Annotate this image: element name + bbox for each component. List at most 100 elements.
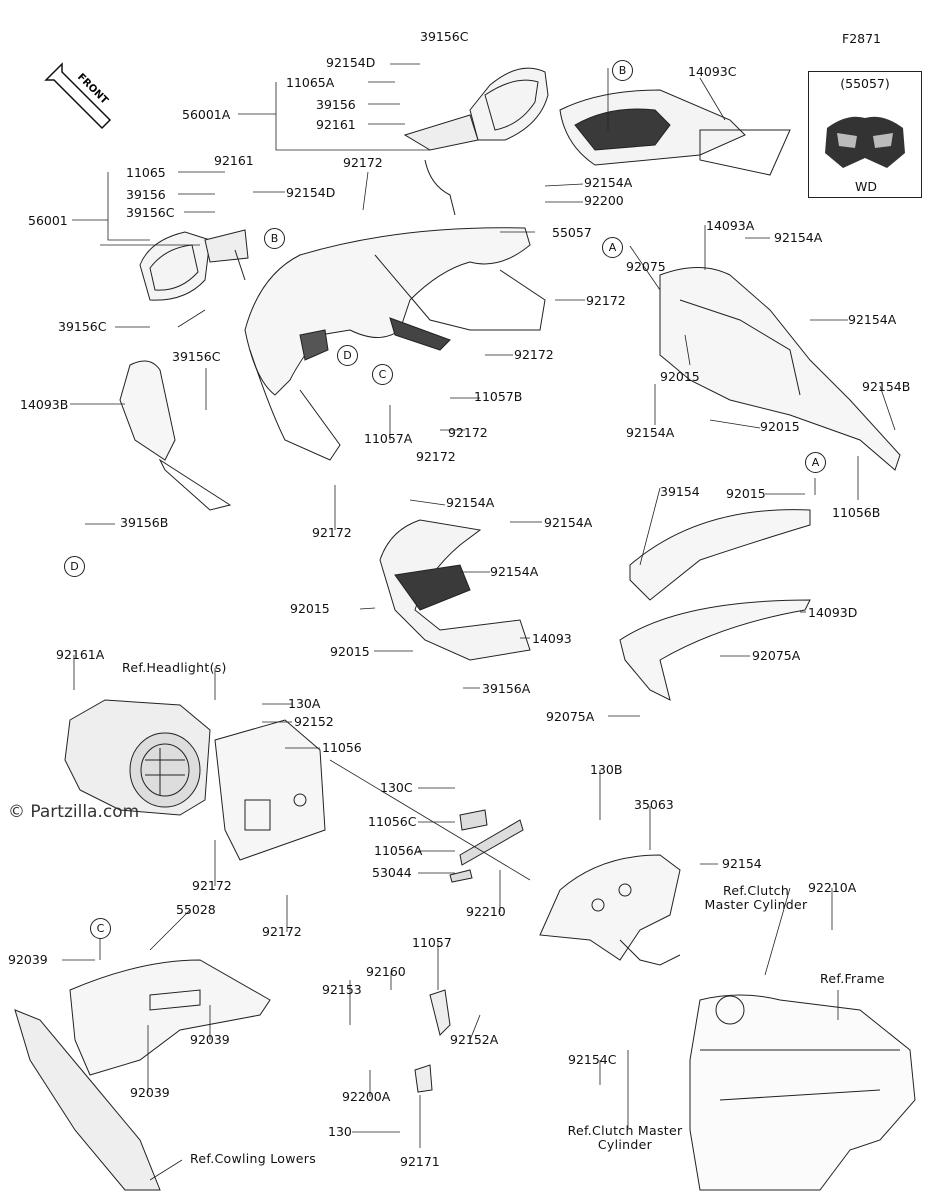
part-label: 39156C [172,349,221,364]
marker-d-cowl: D [337,345,358,366]
bracket-11057-drawing [414,989,451,1093]
part-label: 92154B [862,379,911,394]
part-label: 56001A [182,107,231,122]
inset-variant-label: WD [855,179,877,194]
ref-headlight-label: Ref.Headlight(s) [122,660,227,675]
part-label: 92152A [450,1032,499,1047]
part-label: 11057B [474,389,523,404]
part-label: 39154 [660,484,700,499]
inset-cowl-drawing [825,116,905,168]
part-label: 35063 [634,797,674,812]
part-label: 92172 [586,293,626,308]
part-label: 55057 [552,225,592,240]
marker-c-cowl: C [372,364,393,385]
cowling-lower-drawing [14,1009,161,1191]
part-label: 14093B [20,397,69,412]
part-label: 11057 [412,935,452,950]
part-label: 92015 [760,419,800,434]
part-label: 92200 [584,193,624,208]
part-label: 39156C [58,319,107,334]
part-label: 130 [328,1124,352,1139]
part-label: 92015 [330,644,370,659]
part-label: 11056A [374,843,423,858]
part-label: 92172 [312,525,352,540]
brackets-11056c-11056a-drawing [449,809,524,883]
part-label: 92154A [446,495,495,510]
part-label: 92172 [192,878,232,893]
frame-drawing [689,994,916,1191]
inset-part-code: (55057) [840,76,890,91]
marker-c-lower: C [90,918,111,939]
part-label: 92154A [490,564,539,579]
part-label: 92172 [262,924,302,939]
part-label: 11065A [286,75,335,90]
part-label: 92154C [568,1052,617,1067]
part-label: 11065 [126,165,166,180]
part-label: 11057A [364,431,413,446]
part-label: 39156A [482,681,531,696]
air-scoop-14093c-drawing [559,89,791,176]
part-label: 92075 [626,259,666,274]
part-label: 39156 [316,97,356,112]
part-label: 92015 [660,369,700,384]
part-label: 92153 [322,982,362,997]
part-label: 55028 [176,902,216,917]
figure-code: F2871 [842,31,882,46]
part-label: 92161 [316,117,356,132]
part-label: 92015 [290,601,330,616]
side-fairing-14093-drawing [379,519,531,661]
part-label: 53044 [372,865,412,880]
part-label: 39156B [120,515,169,530]
panel-39154-drawing [619,509,811,701]
part-label: 92154A [774,230,823,245]
part-label: 130C [380,780,413,795]
part-label: 11056B [832,505,881,520]
marker-a-side: A [805,452,826,473]
upper-cowl-drawing [244,227,546,461]
part-label: 92154A [626,425,675,440]
part-label: 92154D [286,185,336,200]
part-label: 92172 [343,155,383,170]
part-label: 92171 [400,1154,440,1169]
part-label: 92200A [342,1089,391,1104]
marker-a-upper: A [602,237,623,258]
part-label: 39156 [126,187,166,202]
part-label: 92154D [326,55,376,70]
bracket-11056-drawing [214,719,326,861]
marker-d-lower: D [64,556,85,577]
part-label: 14093D [808,605,858,620]
headlight-assembly-drawing [64,699,211,816]
part-label: 92154 [722,856,762,871]
left-mirror-drawing [139,229,249,301]
marker-b-cowl: B [264,228,285,249]
part-label: 92015 [726,486,766,501]
ref-clutch-master-cylinder-top-label: Ref.Clutch Master Cylinder [704,883,808,912]
part-label: 92172 [448,425,488,440]
part-label: 14093A [706,218,755,233]
part-label: 92154A [848,312,897,327]
part-label: 14093 [532,631,572,646]
inner-panel-14093b-drawing [119,360,232,511]
part-label: 92161A [56,647,105,662]
side-panel-14093a-drawing [659,267,901,471]
part-label: 92075A [752,648,801,663]
front-arrow-icon: FRONT [44,62,112,130]
right-mirror-drawing [403,67,549,216]
leader-lines [62,63,896,1181]
part-label: 92160 [366,964,406,979]
part-label: 92172 [416,449,456,464]
part-label: 130A [288,696,321,711]
stay-35063-drawing [539,854,681,966]
inner-cover-55028-drawing [69,959,271,1076]
inset-variant-box: (55057) WD [808,71,922,198]
part-label: 56001 [28,213,68,228]
ref-cowling-lowers-label: Ref.Cowling Lowers [190,1151,317,1166]
part-label: 92161 [214,153,254,168]
part-label: 39156C [420,29,469,44]
part-label: 92210 [466,904,506,919]
ref-clutch-master-cylinder-bottom-label: Ref.Clutch Master Cylinder [567,1123,683,1152]
part-label: 11056 [322,740,362,755]
part-label: 92172 [514,347,554,362]
part-label: 39156C [126,205,175,220]
